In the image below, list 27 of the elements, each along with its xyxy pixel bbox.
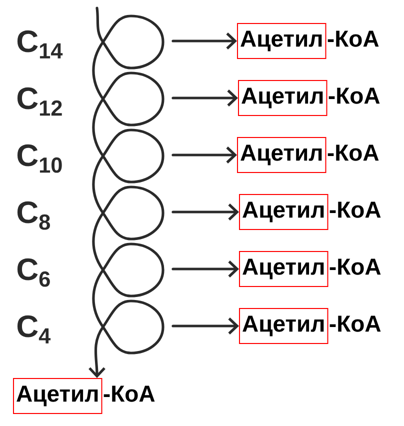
arrow — [172, 90, 238, 106]
highlight-box: Ацетил — [239, 194, 328, 230]
label-text: -КоА — [104, 386, 155, 402]
arrow — [172, 260, 239, 278]
highlight-box: Ацетил — [237, 23, 326, 59]
chain-length-label: C$_{4}$ — [17, 315, 51, 344]
label-text: -КоА — [330, 258, 381, 275]
highlight-box: Ацетил — [239, 251, 328, 287]
label-text: -КоА — [330, 316, 381, 332]
highlight-box: Ацетил — [238, 80, 328, 116]
arrow — [172, 204, 239, 220]
highlight-box: Ацетил — [13, 378, 102, 414]
spiral-arrow — [88, 6, 164, 378]
chain-length-label: C$_{14}$ — [17, 30, 63, 58]
highlight-box: Ацетил — [237, 137, 326, 173]
label-text: -КоА — [328, 88, 380, 104]
label-text: -КоА — [328, 30, 379, 47]
arrow — [172, 146, 237, 164]
label-text: -КоА — [328, 144, 379, 161]
chain-length-label: C$_{6}$ — [17, 258, 50, 287]
chain-length-label: C$_{8}$ — [17, 201, 50, 230]
arrow — [172, 32, 237, 50]
chain-length-label: C$_{12}$ — [17, 87, 62, 116]
label-text: -КоА — [330, 202, 381, 218]
highlight-box: Ацетил — [239, 308, 328, 344]
chain-length-label: C$_{10}$ — [17, 144, 62, 173]
arrow — [172, 318, 239, 334]
